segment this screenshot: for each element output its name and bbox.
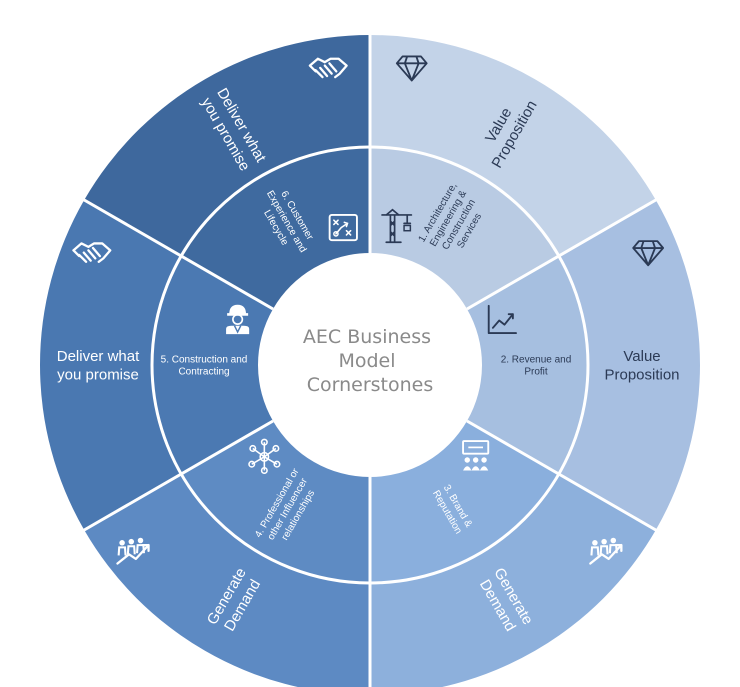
ring-divider-circle (150, 145, 590, 585)
diamond-icon (632, 240, 665, 267)
inner-segment-4 (181, 421, 370, 583)
outer-segment-5 (39, 200, 182, 530)
segment-divider (466, 197, 659, 311)
diamond-icon (395, 55, 428, 82)
line-chart-icon (487, 304, 517, 335)
segment-icons (72, 55, 665, 565)
construction-crane-icon (381, 208, 413, 244)
center-disc (259, 254, 481, 476)
center-title-line-3: Cornerstones (307, 374, 434, 396)
outer-label-2-line: Proposition (604, 366, 679, 383)
growth-people-icon (589, 537, 623, 565)
outer-segment-6 (84, 35, 371, 256)
segment-divider (81, 419, 274, 533)
handshake-icon (72, 242, 112, 263)
outer-ring (39, 35, 700, 687)
handshake-icon (308, 57, 348, 79)
center-title-line-2: Model (338, 350, 395, 372)
strategy-board-icon (328, 214, 358, 242)
outer-label-2-line: Value (623, 348, 660, 365)
outer-segment-4 (84, 474, 370, 687)
outer-segment-2 (558, 200, 700, 530)
outer-segment-3 (370, 474, 656, 687)
segment-divider (466, 419, 659, 533)
inner-segment-3 (370, 421, 559, 583)
outer-label-5-line: Deliver what (57, 348, 140, 365)
inner-label-2-line: Profit (524, 367, 548, 378)
ring-dividers (81, 33, 659, 687)
inner-segment-2 (466, 256, 588, 474)
inner-label-5-line: Contracting (178, 367, 229, 378)
center-title-line-1: AEC Business (303, 326, 431, 348)
presentation-audience-icon (462, 440, 490, 471)
growth-people-icon (116, 537, 150, 565)
segment-divider (81, 197, 274, 311)
outer-label-5-line: you promise (57, 366, 139, 383)
construction-worker-icon (226, 304, 250, 335)
center-title: AEC Business Model Cornerstones (303, 326, 437, 396)
network-icon (248, 438, 281, 475)
inner-label-2-line: 2. Revenue and (501, 354, 572, 365)
inner-segment-1 (370, 147, 559, 309)
inner-segment-6 (181, 147, 370, 309)
outer-segment-1 (370, 35, 656, 256)
inner-label-5-line: 5. Construction and (161, 354, 248, 365)
